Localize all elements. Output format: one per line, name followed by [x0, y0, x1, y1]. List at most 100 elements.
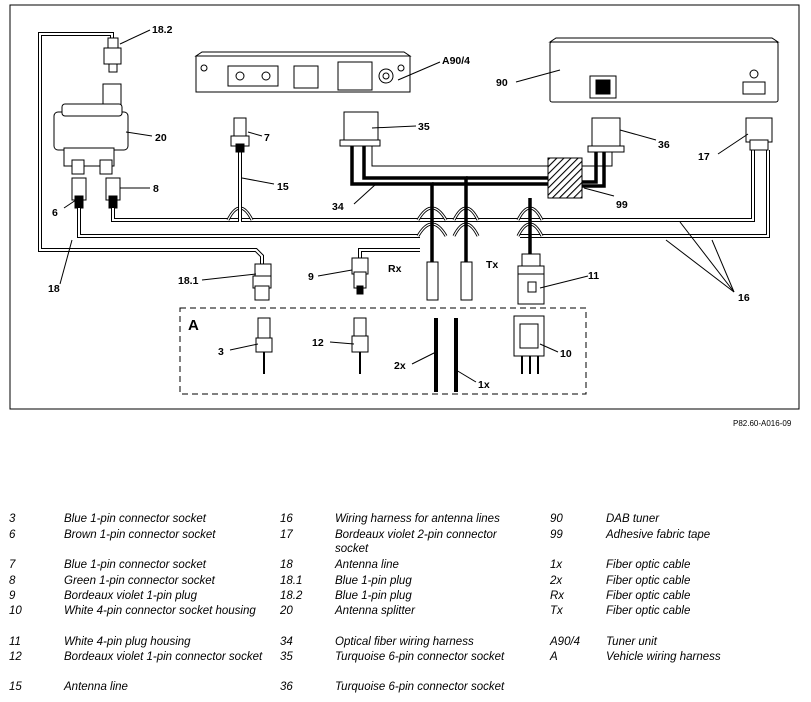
legend-text: Bordeaux violet 2-pin connector socket	[335, 529, 497, 555]
connector-6	[71, 177, 87, 209]
fiber-cables-1x-2x	[434, 318, 458, 392]
callout-35: 35	[418, 121, 430, 133]
legend-text: White 4-pin connector socket housing	[64, 605, 256, 617]
callout-18-2: 18.2	[152, 24, 173, 36]
callout-99: 99	[616, 199, 628, 211]
legend-key: 18.2	[280, 590, 303, 602]
callout-tx: Tx	[486, 259, 498, 271]
legend-key: 11	[9, 636, 21, 648]
legend-text: DAB tuner	[606, 513, 660, 525]
legend-text: White 4-pin plug housing	[64, 636, 191, 648]
callout-11: 11	[588, 270, 599, 282]
connector-8	[105, 177, 121, 209]
legend-key: 99	[550, 529, 563, 541]
legend-text: Antenna line	[64, 681, 128, 693]
connector-9	[351, 248, 420, 295]
plug-18-1	[252, 263, 272, 301]
callout-9: 9	[308, 271, 314, 283]
connector-3	[255, 317, 273, 374]
antenna-splitter	[53, 103, 129, 175]
callout-20: 20	[155, 132, 167, 144]
callout-8: 8	[153, 183, 159, 195]
legend-text: Wiring harness for antenna lines	[335, 513, 500, 525]
fiber-end-tx	[460, 261, 473, 301]
callout-18: 18	[48, 283, 60, 295]
callout-17: 17	[698, 151, 710, 163]
legend-text: Blue 1-pin connector socket	[64, 513, 206, 525]
legend-key: 18	[280, 559, 293, 571]
legend-text: Antenna splitter	[335, 605, 415, 617]
legend-text: Turquoise 6-pin connector socket	[335, 681, 505, 693]
legend-key: Rx	[550, 590, 565, 602]
legend-text: Antenna line	[335, 559, 399, 571]
callout-90: 90	[496, 77, 508, 89]
callout-36: 36	[658, 139, 670, 151]
legend-key: 18.1	[280, 575, 303, 587]
callout-6: 6	[52, 207, 58, 219]
legend-key: 2x	[550, 575, 563, 587]
callout-a: A	[188, 317, 199, 334]
callout-16: 16	[738, 292, 750, 304]
connector-36	[587, 117, 625, 153]
legend-text: Fiber optic cable	[606, 590, 691, 602]
legend-key: 35	[280, 651, 293, 663]
connector-7	[230, 117, 250, 153]
legend-key: 12	[9, 651, 22, 663]
callout-3: 3	[218, 346, 224, 358]
legend-key: 1x	[550, 559, 563, 571]
callout-15: 15	[277, 181, 289, 193]
connector-35	[339, 111, 381, 147]
legend-text: Fiber optic cable	[606, 559, 691, 571]
callout-10: 10	[560, 348, 572, 360]
legend-text: Turquoise 6-pin connector socket	[335, 651, 505, 663]
vehicle-harness-box	[179, 307, 587, 395]
legend-key: A90/4	[550, 636, 581, 648]
callout-18-1: 18.1	[178, 275, 199, 287]
legend-text: Blue 1-pin connector socket	[64, 559, 206, 571]
legend-text: Tuner unit	[606, 636, 657, 648]
legend-key: 16	[280, 513, 293, 525]
legend-key: 90	[550, 513, 563, 525]
legend-text: Adhesive fabric tape	[606, 529, 711, 541]
legend-text: Optical fiber wiring harness	[335, 636, 474, 648]
connector-17	[745, 117, 773, 151]
tuner-unit-a90-4	[194, 51, 412, 93]
callout-7: 7	[264, 132, 270, 144]
plug-housing-11	[517, 253, 545, 305]
legend-text: Vehicle wiring harness	[606, 651, 721, 663]
fiber-end-rx	[426, 261, 439, 301]
leader-lines	[59, 29, 749, 383]
legend-text: Brown 1-pin connector socket	[64, 529, 216, 541]
legend-key: 10	[9, 605, 22, 617]
legend-text: Bordeaux violet 1-pin connector socket	[64, 651, 263, 663]
connector-housing-10	[513, 315, 545, 374]
legend-key: 9	[9, 590, 16, 602]
legend-key: 36	[280, 681, 293, 693]
legend-key: 34	[280, 636, 293, 648]
callout-34: 34	[332, 201, 344, 213]
legend-key: 8	[9, 575, 16, 587]
callout-rx: Rx	[388, 263, 402, 275]
legend-key: Tx	[550, 605, 563, 617]
callout-a90-4: A90/4	[442, 55, 470, 67]
legend-text: Bordeaux violet 1-pin plug	[64, 590, 197, 602]
callout-12: 12	[312, 337, 324, 349]
legend-key: 7	[9, 559, 16, 571]
legend-key: 15	[9, 681, 22, 693]
legend-text: Fiber optic cable	[606, 575, 691, 587]
legend-text: Fiber optic cable	[606, 605, 691, 617]
dab-tuner-90	[548, 37, 780, 103]
legend-text: Blue 1-pin plug	[335, 590, 412, 602]
legend-key: 6	[9, 529, 16, 541]
plug-18-2	[102, 37, 122, 107]
wiring-diagram: 18.2 A90/4 90 20 7 35 36 17 8 6 15 34 99…	[9, 4, 800, 410]
adhesive-tape-99	[547, 157, 583, 199]
legend-text: Blue 1-pin plug	[335, 575, 412, 587]
connector-12	[351, 317, 369, 374]
figure-reference: P82.60-A016-09	[733, 419, 792, 428]
optical-fiber-harness-34	[350, 146, 606, 262]
legend-key: 20	[280, 605, 293, 617]
antenna-line-18	[38, 32, 264, 266]
callout-1x: 1x	[478, 379, 490, 391]
legend-text: Green 1-pin connector socket	[64, 575, 215, 587]
